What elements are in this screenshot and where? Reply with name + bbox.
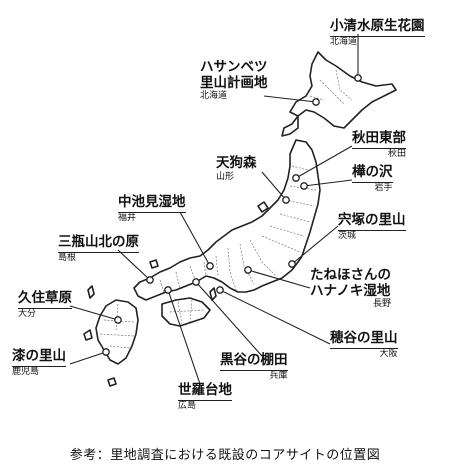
site-prefecture: 岩手 xyxy=(374,182,393,193)
honshu-prefecture-lines xyxy=(159,165,317,293)
leader-line xyxy=(69,351,107,365)
site-markers xyxy=(69,34,362,385)
site-marker xyxy=(282,196,290,204)
site-marker xyxy=(292,174,300,182)
site-prefecture: 広島 xyxy=(178,400,197,411)
leader-line xyxy=(291,225,339,265)
hokkaido-landmass xyxy=(289,51,397,129)
site-prefecture: 北海道 xyxy=(200,91,228,102)
leader-line xyxy=(117,249,151,281)
site-label-nakaikemi: 中池見湿地 福井 xyxy=(118,192,186,223)
leader-line xyxy=(295,145,353,179)
site-prefecture: 秋田 xyxy=(387,148,406,159)
shikoku-landmass xyxy=(161,297,211,327)
goto-islands xyxy=(83,329,93,341)
site-marker xyxy=(216,286,224,294)
site-label-koshimizu: 小清水原生花園 北海道 xyxy=(330,16,425,47)
leader-line xyxy=(263,95,317,103)
site-prefecture: 鹿児島 xyxy=(12,366,40,377)
tsushima-island xyxy=(87,285,95,299)
site-marker xyxy=(114,316,122,324)
sado-island xyxy=(257,201,269,213)
site-name: 樺の沢 xyxy=(352,164,393,183)
site-prefecture: 長野 xyxy=(372,299,391,310)
site-marker xyxy=(102,348,110,356)
site-label-hotani: 穂谷の里山 大阪 xyxy=(330,328,398,359)
site-marker xyxy=(354,74,362,82)
figure-caption: 参考：里地調査における既設のコアサイトの位置図 xyxy=(69,448,381,463)
shikoku-prefecture-lines xyxy=(169,299,205,325)
leader-line xyxy=(219,289,331,345)
site-name: 天狗森 xyxy=(216,155,257,171)
site-label-urushi: 漆の里山 鹿児島 xyxy=(12,346,66,377)
leader-line xyxy=(247,269,311,289)
site-label-shishitsuka: 宍塚の里山 茨城 xyxy=(338,210,406,241)
site-name: 秋田東部 xyxy=(352,130,406,149)
site-name: 黒谷の棚田 xyxy=(220,352,288,371)
site-label-sanbesan: 三瓶山北の原 島根 xyxy=(58,232,139,263)
site-marker xyxy=(146,276,154,284)
site-prefecture: 北海道 xyxy=(330,36,358,47)
leader-line xyxy=(195,281,263,357)
site-prefecture: 福井 xyxy=(118,212,137,223)
site-marker xyxy=(192,278,200,286)
site-name: ハサンベツ 里山計画地 xyxy=(200,59,268,91)
site-label-kabanosawa: 樺の沢 岩手 xyxy=(352,162,393,193)
site-label-kurodani: 黒谷の棚田 兵庫 xyxy=(220,350,288,381)
site-name: 小清水原生花園 xyxy=(330,18,425,37)
site-prefecture: 山形 xyxy=(216,171,235,182)
site-name: 穂谷の里山 xyxy=(330,330,398,349)
leader-line xyxy=(303,179,353,187)
site-name: 中池見湿地 xyxy=(118,194,186,213)
site-label-kuju: 久住草原 大分 xyxy=(18,288,72,319)
leader-line xyxy=(167,289,201,385)
site-name: 久住草原 xyxy=(18,290,72,309)
site-name: 世羅台地 xyxy=(178,382,232,401)
site-prefecture: 茨城 xyxy=(338,230,357,241)
kyushu-landmass xyxy=(95,299,139,365)
site-prefecture: 島根 xyxy=(58,252,77,263)
leader-line xyxy=(69,305,119,321)
site-prefecture: 大阪 xyxy=(379,348,398,359)
hokkaido-southwest-peninsula xyxy=(281,115,299,137)
site-label-tengumori: 天狗森 山形 xyxy=(216,155,257,182)
site-label-sera: 世羅台地 広島 xyxy=(178,380,232,411)
site-name: 漆の里山 xyxy=(12,348,66,367)
site-label-hasanbetsu: ハサンベツ 里山計画地 北海道 xyxy=(200,59,268,102)
yakushima-island xyxy=(107,377,117,387)
site-prefecture: 大分 xyxy=(18,308,37,319)
site-marker xyxy=(206,262,214,270)
hokkaido-subprefecture-line xyxy=(309,69,353,105)
site-marker xyxy=(312,98,320,106)
site-name: 宍塚の里山 xyxy=(338,212,406,231)
site-prefecture: 兵庫 xyxy=(269,370,288,381)
site-marker xyxy=(288,260,296,268)
site-marker xyxy=(300,182,308,190)
site-label-akita-tobu: 秋田東部 秋田 xyxy=(352,128,406,159)
site-marker xyxy=(164,286,172,294)
leader-line xyxy=(261,171,287,201)
awaji-island xyxy=(209,287,217,301)
site-marker xyxy=(244,266,252,274)
oki-islands xyxy=(149,259,159,269)
japan-map xyxy=(69,34,397,387)
site-name: たねほさんの ハナノキ湿地 xyxy=(310,267,391,299)
site-name: 三瓶山北の原 xyxy=(58,234,139,253)
leader-line xyxy=(179,211,211,267)
site-label-hananoki: たねほさんの ハナノキ湿地 長野 xyxy=(310,267,391,310)
